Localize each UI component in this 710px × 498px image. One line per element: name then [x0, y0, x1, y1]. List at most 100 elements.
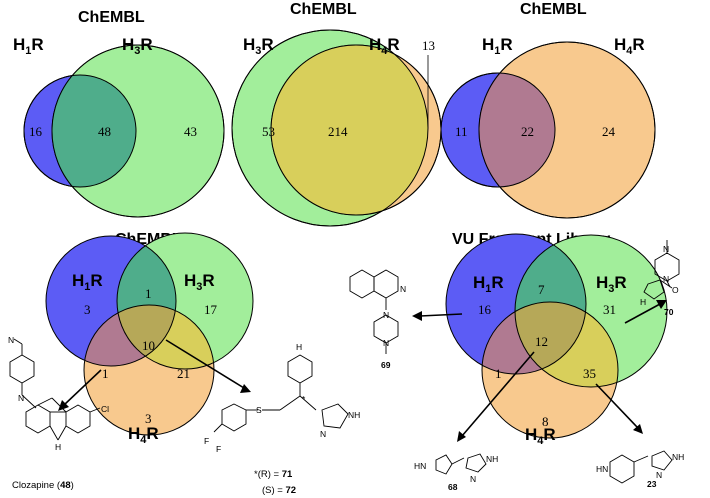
chembl-all: 10: [142, 338, 155, 353]
m23-nh: NH: [672, 452, 684, 462]
arrow-head-68: [457, 431, 466, 442]
m68-hn: HN: [414, 461, 426, 471]
panel-title-chembl-3: ChEMBL: [520, 1, 587, 18]
m69-n2: N: [383, 310, 389, 320]
h4r-label-2: H4R: [369, 35, 400, 57]
h1r-only-count-3: 11: [455, 124, 468, 139]
h4r-label-3: H4R: [614, 35, 645, 57]
h3r-only-count-2: 53: [262, 124, 275, 139]
arrow-to-71: [165, 339, 245, 389]
m71-caption: *(R) = 71: [254, 469, 293, 480]
m70-id: 70: [664, 307, 674, 317]
arrow-head-69: [412, 311, 422, 321]
chembl-h1-only: 3: [84, 302, 91, 317]
molecule-clozapine-labels: N N Cl H Clozapine (48): [8, 335, 109, 491]
h4r-only-count-2: 13: [422, 38, 435, 53]
m71-nh: H: [296, 342, 302, 352]
m72-caption: (S) = 72: [262, 485, 296, 496]
molecule-70-labels: N O N H 70: [640, 244, 679, 317]
m70-nh: H: [640, 297, 646, 307]
h1r-label: H1R: [13, 35, 44, 57]
m68-n: N: [470, 474, 476, 484]
m71-star: *: [302, 394, 306, 404]
chembl-h1h3: 1: [145, 286, 152, 301]
h4r-only-count-3: 24: [602, 124, 616, 139]
h4r-label-5: H4R: [525, 425, 556, 447]
arrow-head-70: [656, 300, 667, 309]
chembl-h3-only: 17: [204, 302, 218, 317]
h1r-label-4: H1R: [72, 271, 103, 293]
molecule-71-labels: H S * NH N F F *(R) = 71 (S) = 72: [204, 342, 360, 496]
vu-h1h3: 7: [538, 282, 545, 297]
panel-title-chembl-1: ChEMBL: [78, 9, 145, 26]
h1r-only-count: 16: [29, 124, 43, 139]
h1r-label-3: H1R: [482, 35, 513, 57]
molecule-70: [643, 240, 680, 300]
h3r-label-4: H3R: [184, 271, 215, 293]
m23-hn: HN: [596, 464, 608, 474]
molecule-clozapine: [9, 338, 101, 441]
molecule-68-labels: HN NH N 68: [414, 454, 498, 492]
m68-nh: NH: [486, 454, 498, 464]
arrow-to-68: [461, 351, 535, 437]
m69-n1: N: [400, 284, 406, 294]
venn-h1r-h3r: ChEMBL H1R H3R 16 48 43: [13, 9, 225, 218]
molecule-23: [609, 450, 673, 484]
molecule-23-labels: HN NH N 23: [596, 452, 684, 489]
h1r-label-5: H1R: [473, 273, 504, 295]
venn-chembl-three-way: ChEMBL H1R H3R H4R 3 1 17 10 1 21 3: [45, 231, 254, 446]
m23-id: 23: [647, 479, 657, 489]
arrow-to-clozapine: [63, 369, 102, 406]
h3r-label: H3R: [122, 35, 153, 57]
chembl-h1h4: 1: [102, 366, 109, 381]
m70-n2: N: [663, 274, 669, 284]
h1r-h4r-count: 22: [521, 124, 534, 139]
m70-n: N: [663, 244, 669, 254]
chembl-arrows: [63, 339, 245, 406]
chembl-h3h4: 21: [177, 366, 190, 381]
m71-cf3: F: [204, 436, 209, 446]
clozapine-methyl-n: N: [8, 335, 14, 345]
arrow-to-69: [419, 313, 463, 317]
m71-imidazole-nh: NH: [348, 410, 360, 420]
m71-imidazole-n: N: [320, 429, 326, 439]
arrow-head-71: [240, 384, 251, 393]
h3r-label-2: H3R: [243, 35, 274, 57]
panel-title-chembl-2: ChEMBL: [290, 1, 357, 18]
m71-s: S: [256, 405, 262, 415]
venn-vu-three-way: VU Fragment Library H1R H3R H4R 16 7 31 …: [412, 231, 668, 447]
h1r-h3r-overlap: [23, 44, 225, 218]
m68-id: 68: [448, 482, 458, 492]
m23-n: N: [656, 470, 662, 480]
h3r-h4r-count: 214: [328, 124, 348, 139]
clozapine-caption: Clozapine (48): [12, 480, 74, 491]
vu-h1h4: 1: [495, 366, 502, 381]
vu-all: 12: [535, 334, 548, 349]
vu-h3-only: 31: [603, 302, 616, 317]
venn-h3r-h4r: ChEMBL H3R H4R 53 214 13: [231, 1, 442, 227]
vu-arrows: [419, 303, 661, 437]
clozapine-nh: H: [55, 442, 61, 452]
h3r-label-5: H3R: [596, 273, 627, 295]
molecule-68: [435, 453, 487, 475]
molecule-71-72: [213, 354, 349, 433]
chembl-h4-only: 3: [145, 411, 152, 426]
vu-h3h4: 35: [583, 366, 596, 381]
m69-n3: N: [383, 338, 389, 348]
arrow-to-70: [624, 303, 661, 324]
h1r-h4r-overlap: [440, 41, 656, 219]
m70-o: O: [672, 285, 679, 295]
arrow-head-23: [633, 424, 643, 434]
arrow-head-clozapine: [58, 400, 69, 411]
clozapine-cl: Cl: [101, 404, 109, 414]
venn-h1r-h4r: ChEMBL H1R H4R 11 22 24: [440, 1, 656, 219]
arrow-to-23: [595, 383, 639, 429]
clozapine-n: N: [18, 393, 24, 403]
vu-h1-only: 16: [478, 302, 492, 317]
vu-h4-only: 8: [542, 414, 549, 429]
m69-id: 69: [381, 360, 391, 370]
h4r-label-4: H4R: [128, 424, 159, 446]
h1r-h3r-count: 48: [98, 124, 111, 139]
molecule-69-labels: N N N 69: [381, 284, 406, 370]
